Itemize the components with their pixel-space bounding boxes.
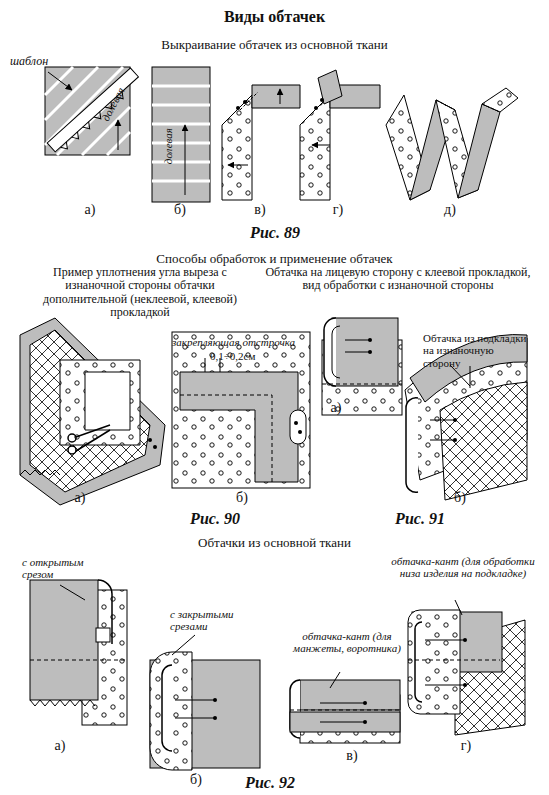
strip-joining — [300, 70, 380, 200]
annotation-label: долевая — [162, 116, 174, 176]
annotation-label: закрепляющая отстрочка — [172, 336, 312, 348]
figure-caption: а) — [70, 202, 110, 218]
figure-caption: а) — [40, 738, 80, 754]
figure-caption: а) — [60, 490, 100, 506]
annotation-label: с открытым срезом — [22, 556, 102, 581]
facing-closed-edges — [150, 635, 260, 770]
figure-caption: Рис. 92 — [210, 774, 330, 792]
figure-caption: б) — [222, 490, 262, 506]
annotation-label: обтачка-кант (для манжеты, воротника) — [282, 630, 412, 655]
figure-caption: Рис. 89 — [215, 224, 335, 242]
annotation-label: 0,1÷0,2см — [210, 350, 300, 362]
corner-reinforcement — [20, 318, 165, 505]
annotation-label: Обтачка на лицевую сторону с клеевой про… — [262, 266, 534, 293]
fabric-strips — [152, 67, 210, 202]
annotation-label: обтачка-кант (для обработки низа изделия… — [388, 555, 538, 580]
figure-caption: Рис. 90 — [155, 510, 275, 528]
facing-piping — [290, 672, 400, 743]
figure-caption: б) — [160, 202, 200, 218]
figure-caption: а) — [316, 400, 356, 416]
annotation-label: Пример уплотнения угла выреза с изнаночн… — [28, 266, 252, 320]
figure-caption: в) — [332, 748, 372, 764]
annotation-label: Обтачка из подкладки на изнаночную сторо… — [423, 332, 527, 369]
figure-caption: Выкраивание обтачек из основной ткани — [0, 38, 549, 53]
joined-strip — [386, 88, 518, 200]
figure-caption: г) — [446, 738, 486, 754]
strip-joining — [222, 85, 300, 200]
figure-caption: б) — [176, 772, 216, 788]
figure-caption: д) — [430, 202, 470, 218]
figure-caption: б) — [440, 490, 480, 506]
annotation-label: шаблон — [10, 55, 70, 68]
annotation-label: с закрытыми срезами — [170, 608, 260, 633]
figure-caption: Рис. 91 — [360, 510, 480, 528]
figure-caption: г) — [318, 202, 358, 218]
figure-caption: Способы обработок и применение обтачек — [0, 252, 549, 267]
fabric-square — [45, 67, 142, 156]
page-title: Виды обтачек — [0, 8, 549, 26]
figure-caption: в) — [240, 202, 280, 218]
facing-stitched — [172, 332, 310, 488]
facing-open-edge — [30, 580, 127, 725]
figure-caption: Обтачки из основной ткани — [0, 536, 549, 551]
facing-piping-lining — [408, 600, 525, 735]
